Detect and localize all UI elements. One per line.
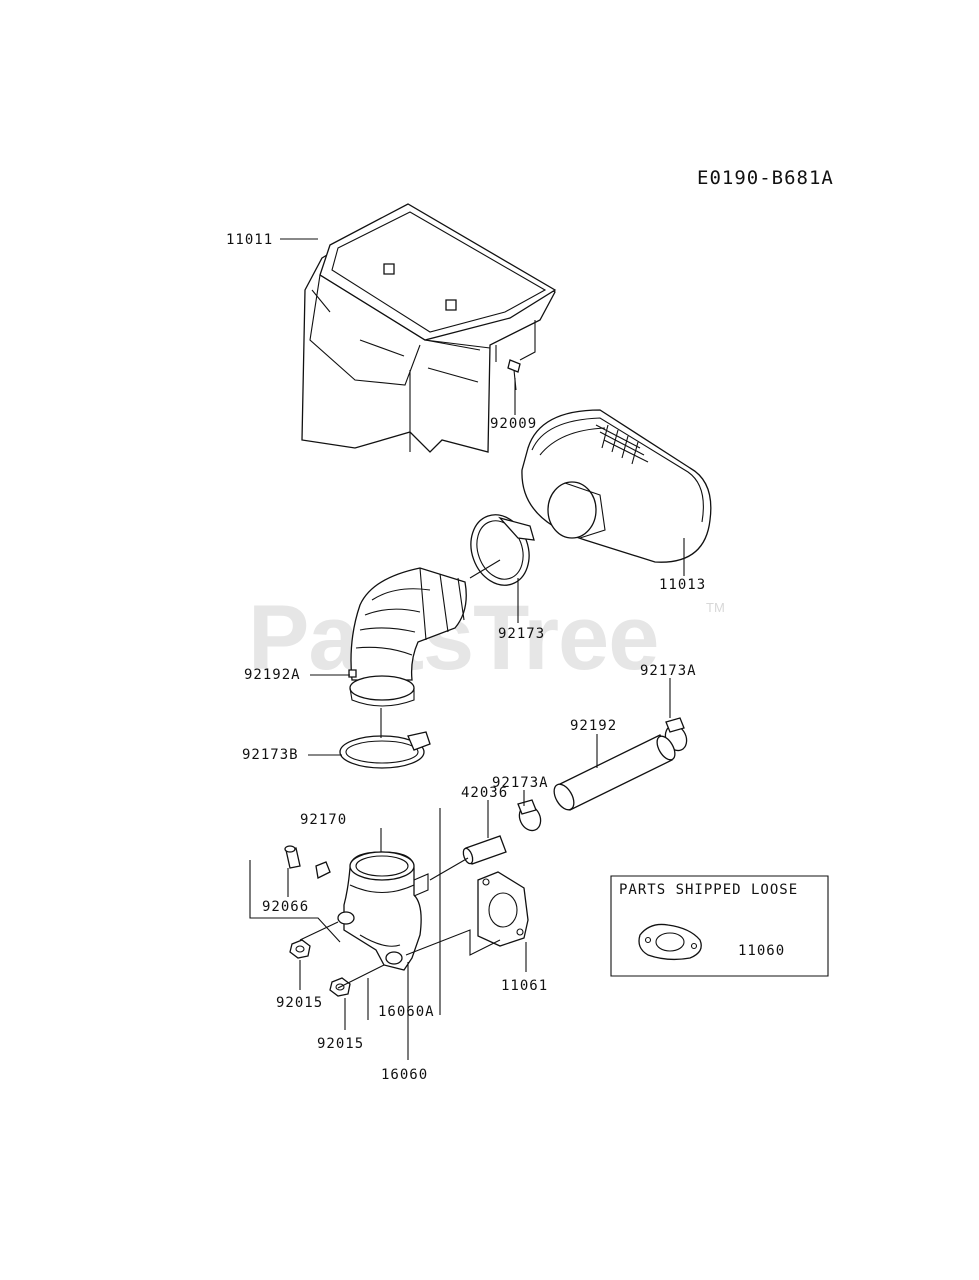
callout-42036: 42036 <box>461 785 509 801</box>
callout-16060: 16060 <box>381 1067 429 1083</box>
callout-92173B: 92173B <box>242 747 299 763</box>
hose-clamp-92173 <box>461 507 538 594</box>
watermark-trademark: TM <box>706 600 725 615</box>
air-cleaner-cover <box>302 204 555 452</box>
callout-92173: 92173 <box>498 626 546 642</box>
callout-11060: 11060 <box>738 943 786 959</box>
parts-shipped-loose-title: PARTS SHIPPED LOOSE <box>619 882 799 898</box>
intake-joint-16060 <box>338 852 428 970</box>
callout-11011: 11011 <box>226 232 274 248</box>
callout-11061: 11061 <box>501 978 549 994</box>
callout-92015-a: 92015 <box>276 995 324 1011</box>
gasket-11060 <box>639 924 701 959</box>
fitting-42036 <box>462 836 506 865</box>
callout-11013: 11013 <box>659 577 707 593</box>
nut-92015-a <box>290 940 310 958</box>
hose-clamp-92173B <box>340 732 430 768</box>
callout-92173A-top: 92173A <box>640 663 697 679</box>
callout-92192A: 92192A <box>244 667 301 683</box>
breather-hose-92192 <box>550 733 678 813</box>
gasket-11061 <box>478 872 528 946</box>
damper-92066 <box>285 846 330 878</box>
callout-92066: 92066 <box>262 899 310 915</box>
parts-shipped-loose-box <box>611 876 828 976</box>
air-filter-element <box>522 410 711 562</box>
callout-92015-b: 92015 <box>317 1036 365 1052</box>
hose-clamp-92173A-mid <box>515 800 544 834</box>
diagram-code: E0190-B681A <box>697 167 834 189</box>
screw-92009 <box>508 360 520 390</box>
leader-lines <box>250 239 684 1060</box>
callout-92173A-mid: 92173A <box>492 775 549 791</box>
callout-92170: 92170 <box>300 812 348 828</box>
callout-92192: 92192 <box>570 718 618 734</box>
callout-92009: 92009 <box>490 416 538 432</box>
callout-16060A: 16060A <box>378 1004 435 1020</box>
elbow-hose-92192A <box>349 568 466 706</box>
